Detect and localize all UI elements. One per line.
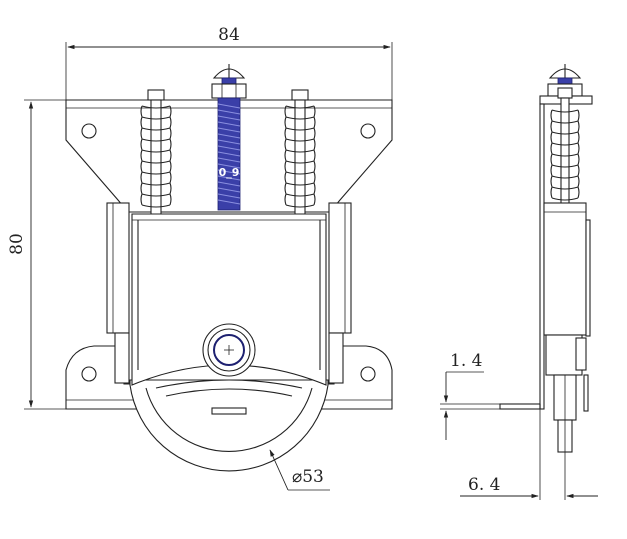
side-housing [543,202,587,336]
width-dimension: 84 [65,25,393,100]
wheel [129,379,329,472]
right-spring [284,89,316,216]
side-spring [550,87,580,206]
mount-hole-top-left [81,123,97,139]
side-width-label: 6. 4 [468,475,500,495]
axle-bushing [202,323,256,377]
side-view: 1. 4 6. 4 [440,64,598,500]
side-offset-label: 1. 4 [450,351,482,371]
side-width-dimension: 6. 4 [460,409,598,500]
mount-hole-bottom-right [360,366,376,382]
adjustment-screw: 0_9 [211,64,247,211]
height-label: 80 [7,233,27,255]
mount-hole-bottom-left [81,366,97,382]
mount-hole-top-right [360,123,376,139]
wheel-diameter-label: ⌀53 [292,467,324,487]
front-view: 84 80 [7,25,393,491]
wheel-diameter-dimension: ⌀53 [269,449,330,491]
right-guide-bracket [328,202,352,334]
height-dimension: 80 [7,99,66,410]
left-spring [140,89,172,216]
side-offset-dimension: 1. 4 [440,351,500,440]
screw-marking: 0_9 [219,166,240,179]
left-guide-bracket [106,202,130,334]
width-label: 84 [218,25,240,45]
